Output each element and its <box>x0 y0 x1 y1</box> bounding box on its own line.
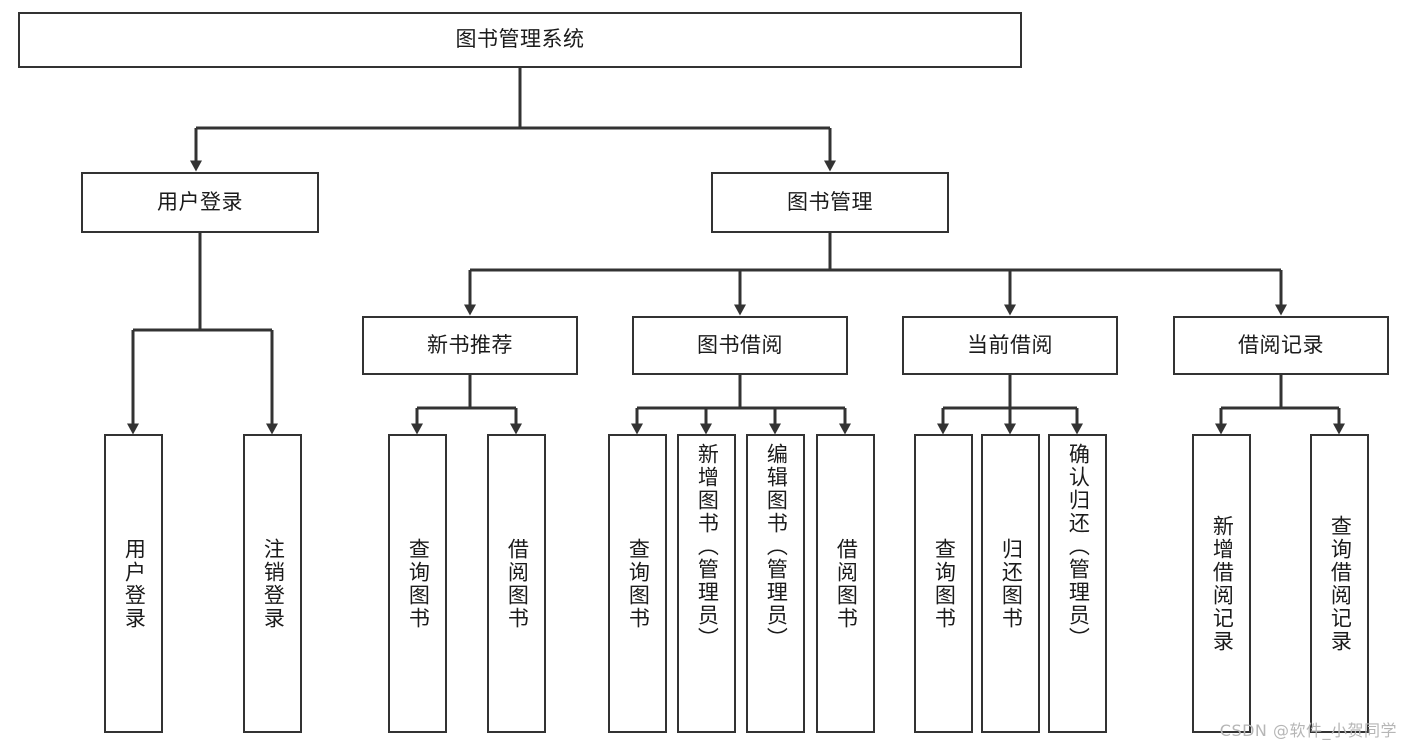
node-leaf-add-book-label: 新增图书（管理员） <box>695 443 720 650</box>
node-book-borrow-label: 图书借阅 <box>697 332 783 357</box>
node-leaf-borrow-book-2-label: 借阅图书 <box>834 537 859 630</box>
node-leaf-query-book-2-label: 查询图书 <box>626 537 651 630</box>
node-leaf-confirm-return[interactable]: 确认归还（管理员） <box>1048 434 1107 733</box>
node-new-book-recommend-label: 新书推荐 <box>427 332 513 357</box>
node-user-login-label: 用户登录 <box>157 189 243 214</box>
node-leaf-query-book-1[interactable]: 查询图书 <box>388 434 447 733</box>
node-leaf-user-logout-label: 注销登录 <box>261 537 286 630</box>
node-leaf-edit-book[interactable]: 编辑图书（管理员） <box>746 434 805 733</box>
node-borrow-record[interactable]: 借阅记录 <box>1173 316 1389 375</box>
node-leaf-query-book-1-label: 查询图书 <box>406 537 431 630</box>
node-leaf-confirm-return-label: 确认归还（管理员） <box>1066 443 1091 650</box>
node-leaf-query-record[interactable]: 查询借阅记录 <box>1310 434 1369 733</box>
node-leaf-borrow-book-1[interactable]: 借阅图书 <box>487 434 546 733</box>
node-leaf-query-book-2[interactable]: 查询图书 <box>608 434 667 733</box>
node-leaf-user-login-label: 用户登录 <box>122 537 147 630</box>
node-leaf-borrow-book-2[interactable]: 借阅图书 <box>816 434 875 733</box>
node-root[interactable]: 图书管理系统 <box>18 12 1022 68</box>
node-leaf-query-book-3[interactable]: 查询图书 <box>914 434 973 733</box>
node-new-book-recommend[interactable]: 新书推荐 <box>362 316 578 375</box>
node-root-label: 图书管理系统 <box>455 27 585 52</box>
node-current-borrow[interactable]: 当前借阅 <box>902 316 1118 375</box>
node-book-manage[interactable]: 图书管理 <box>711 172 949 233</box>
node-book-borrow[interactable]: 图书借阅 <box>632 316 848 375</box>
node-book-manage-label: 图书管理 <box>787 189 873 214</box>
node-leaf-return-book[interactable]: 归还图书 <box>981 434 1040 733</box>
node-leaf-add-record[interactable]: 新增借阅记录 <box>1192 434 1251 733</box>
node-leaf-query-book-3-label: 查询图书 <box>932 537 957 630</box>
node-leaf-user-login[interactable]: 用户登录 <box>104 434 163 733</box>
node-user-login[interactable]: 用户登录 <box>81 172 319 233</box>
node-current-borrow-label: 当前借阅 <box>967 332 1053 357</box>
node-leaf-return-book-label: 归还图书 <box>999 537 1024 630</box>
node-leaf-edit-book-label: 编辑图书（管理员） <box>764 443 789 650</box>
node-leaf-query-record-label: 查询借阅记录 <box>1328 514 1353 653</box>
node-leaf-add-record-label: 新增借阅记录 <box>1210 514 1235 653</box>
node-leaf-borrow-book-1-label: 借阅图书 <box>505 537 530 630</box>
node-borrow-record-label: 借阅记录 <box>1238 332 1324 357</box>
node-leaf-add-book[interactable]: 新增图书（管理员） <box>677 434 736 733</box>
watermark: CSDN @软件_小贺同学 <box>1219 721 1397 740</box>
node-leaf-user-logout[interactable]: 注销登录 <box>243 434 302 733</box>
